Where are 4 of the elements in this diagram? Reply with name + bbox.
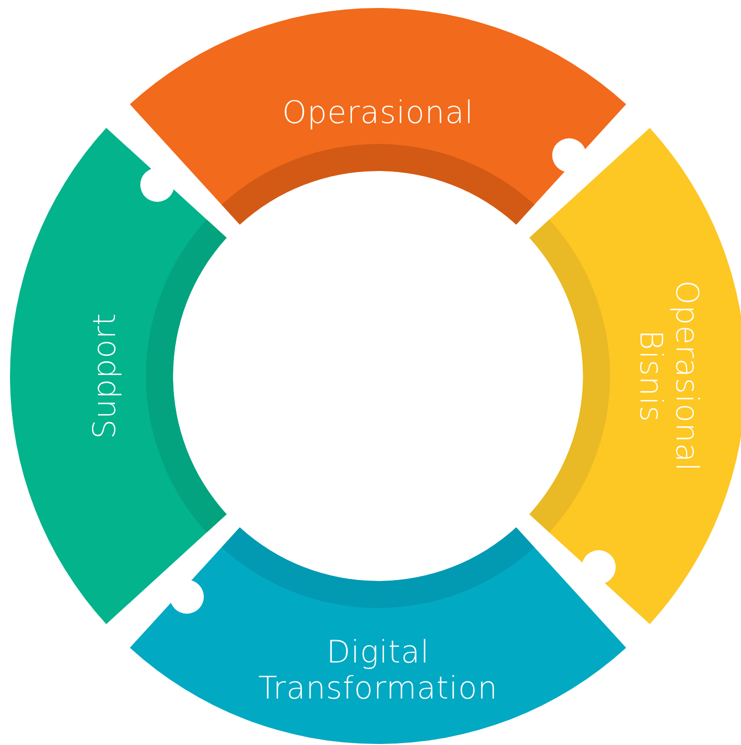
segment-label: Digital Transformation: [258, 635, 498, 707]
segment-label: Operasional Bisnis: [632, 279, 704, 474]
segment-label: Operasional: [281, 96, 475, 132]
segment-label: Support: [88, 312, 124, 442]
